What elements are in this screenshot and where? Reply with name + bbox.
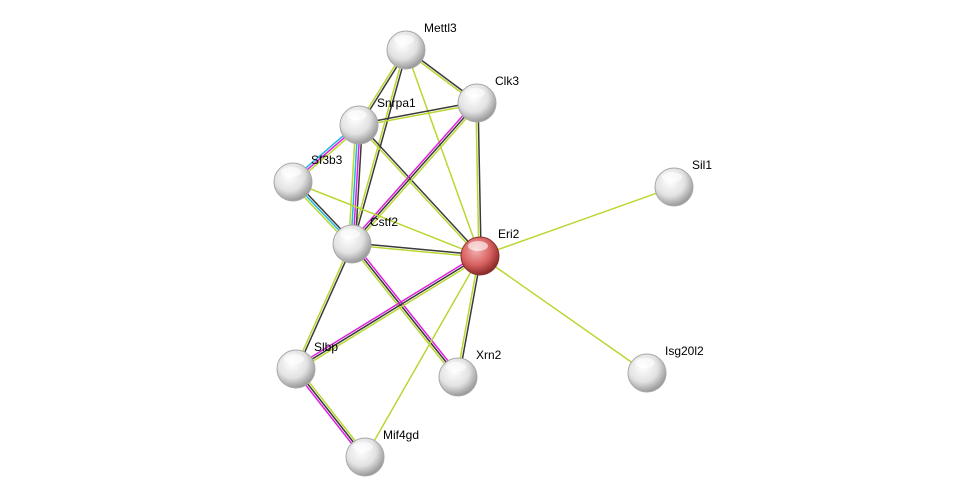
node-label: Sil1 [692,158,712,172]
edge-line-cyan [350,124,359,244]
edge-line-black [477,102,482,256]
edge-eri2-slbp[interactable] [294,253,482,372]
node-label: Slbp [314,340,338,354]
edge-line-yellowgreen [359,103,478,127]
edge-sf3b3-eri2[interactable] [292,181,481,257]
node-label: Mif4gd [383,428,419,442]
node-sil1[interactable]: Sil1 [654,158,712,207]
node-xrn2[interactable]: Xrn2 [438,348,502,397]
node-highlight [284,354,304,364]
edge-line-black [296,244,354,370]
edge-line-yellowgreen [292,181,481,257]
edge-line-black [295,255,481,370]
node-label: Mettl3 [424,21,457,35]
edge-line-yellowgreen [364,255,481,458]
node-label: Eri2 [498,227,520,241]
edge-snrpa1-cstf2[interactable] [347,124,364,245]
node-highlight [662,172,682,182]
node-highlight [468,241,488,251]
edge-snrpa1-eri2[interactable] [357,123,482,258]
edge-line-yellowgreen [353,103,480,246]
edge-line-yellowgreen [479,255,648,374]
node-highlight [281,167,301,177]
edge-line-yellowgreen [294,243,352,369]
edge-clk3-cstf2[interactable] [349,101,480,246]
edge-line-yellowgreen [456,255,480,377]
edge-line-black [359,123,482,256]
edge-eri2-mif4gd[interactable] [364,255,481,458]
edge-line-yellowgreen [475,103,480,257]
node-mettl3[interactable]: Mettl3 [386,21,457,70]
edge-line-yellowgreen [347,124,357,244]
edge-cstf2-eri2[interactable] [351,242,481,258]
edge-cstf2-slbp[interactable] [294,243,354,370]
edge-eri2-xrn2[interactable] [456,255,482,378]
node-label: Clk3 [495,74,519,88]
edge-line-yellowgreen [405,49,481,257]
edge-eri2-isg20l2[interactable] [479,255,648,374]
node-isg20l2[interactable]: Isg20l2 [627,344,704,393]
edge-line-black [351,102,478,245]
edge-line-black [458,256,482,378]
edge-line-black [354,125,364,245]
node-highlight [446,362,466,372]
edge-line-black [352,50,408,245]
node-highlight [465,88,485,98]
node-label: Sf3b3 [311,153,343,167]
node-label: Xrn2 [476,348,502,362]
edge-line-magenta [352,125,361,245]
edge-line-magenta [353,242,461,377]
edge-clk3-eri2[interactable] [475,102,482,257]
node-slbp[interactable]: Slbp [276,340,338,389]
node-label: Isg20l2 [665,344,704,358]
node-eri2[interactable]: Eri2 [460,227,520,276]
edge-line-magenta [294,253,480,368]
node-cstf2[interactable]: Cstf2 [332,215,398,264]
edge-line-black [358,101,477,125]
edge-eri2-sil1[interactable] [479,186,675,257]
node-highlight [347,110,367,120]
node-clk3[interactable]: Clk3 [457,74,519,123]
node-sf3b3[interactable]: Sf3b3 [273,153,343,202]
node-snrpa1[interactable]: Snrpa1 [339,96,416,145]
edge-line-magenta [349,101,476,244]
node-highlight [394,35,414,45]
node-highlight [340,229,360,239]
edge-mettl3-eri2[interactable] [405,49,481,257]
edge-line-black [351,243,459,378]
edge-line-yellowgreen [351,244,480,258]
node-highlight [635,358,655,368]
edge-line-yellowgreen [349,244,457,379]
edge-line-yellowgreen [296,257,482,372]
edge-snrpa1-clk3[interactable] [358,101,478,127]
node-label: Cstf2 [370,215,398,229]
node-highlight [353,442,373,452]
edge-cstf2-xrn2[interactable] [349,242,461,379]
edge-line-black [352,242,481,256]
node-label: Snrpa1 [377,96,416,110]
node-mif4gd[interactable]: Mif4gd [345,428,419,477]
edge-line-yellowgreen [479,186,675,257]
edge-line-yellowgreen [357,125,480,258]
